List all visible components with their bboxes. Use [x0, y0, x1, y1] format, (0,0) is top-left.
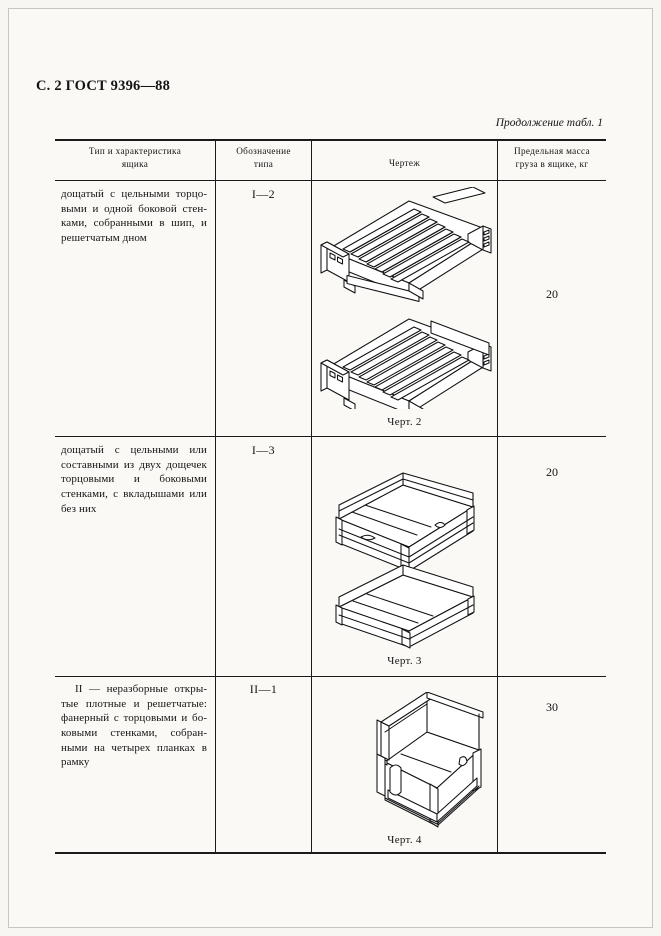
table-top-rule	[55, 139, 606, 141]
header-description-line2: ящика	[121, 159, 149, 170]
row-separator-2	[55, 676, 606, 678]
row-type: II—1	[249, 682, 278, 696]
header-drawing-label: Чертеж	[388, 158, 421, 168]
header-type-line1: Обозначение	[236, 146, 291, 156]
row-description: II — неразборные откры­тые плотные и реш…	[61, 683, 207, 769]
header-mass-line2: груза в ящике, кг	[515, 159, 589, 170]
figure-caption: Черт. 2	[387, 416, 422, 428]
table-vrule-2	[311, 139, 313, 852]
solid-plank-box-drawing	[317, 459, 497, 649]
row-type: I—3	[251, 443, 276, 457]
page-header-label: С. 2 ГОСТ 9396—88	[36, 78, 171, 94]
row-separator-1	[55, 436, 606, 438]
row-type: I—2	[251, 187, 276, 201]
figure-caption: Черт. 4	[387, 834, 422, 846]
plywood-frame-box-drawing	[355, 692, 500, 842]
table-header-rule	[55, 180, 606, 182]
table-bottom-rule	[55, 852, 606, 854]
row-description: дощатый с цельными торцо­выми и одной бо…	[61, 188, 207, 244]
header-drawing: Чертеж	[312, 151, 497, 170]
table-vrule-1	[215, 139, 217, 852]
header-type-line2: типа	[253, 159, 274, 170]
header-mass-line1: Предельная масса	[513, 146, 590, 156]
row-mass: 20	[546, 465, 558, 479]
header-description-line1: Тип и характеристика	[88, 146, 182, 156]
page-border	[8, 8, 653, 928]
header-mass: Предельная масса груза в ящике, кг	[498, 139, 606, 172]
figure-caption: Черт. 3	[387, 655, 422, 667]
table-vrule-3	[497, 139, 499, 852]
row-mass: 20	[546, 287, 558, 301]
slatted-crate-pair-drawing	[313, 187, 497, 409]
header-type: Обозначение типа	[216, 139, 311, 172]
table-continuation-note: Продолжение табл. 1	[495, 117, 603, 129]
specification-table: Тип и характеристика ящика Обозначение т…	[55, 139, 606, 854]
header-description: Тип и характеристика ящика	[55, 139, 215, 172]
row-mass: 30	[546, 700, 558, 714]
row-description: дощатый с цельными или составными из дву…	[61, 444, 207, 515]
